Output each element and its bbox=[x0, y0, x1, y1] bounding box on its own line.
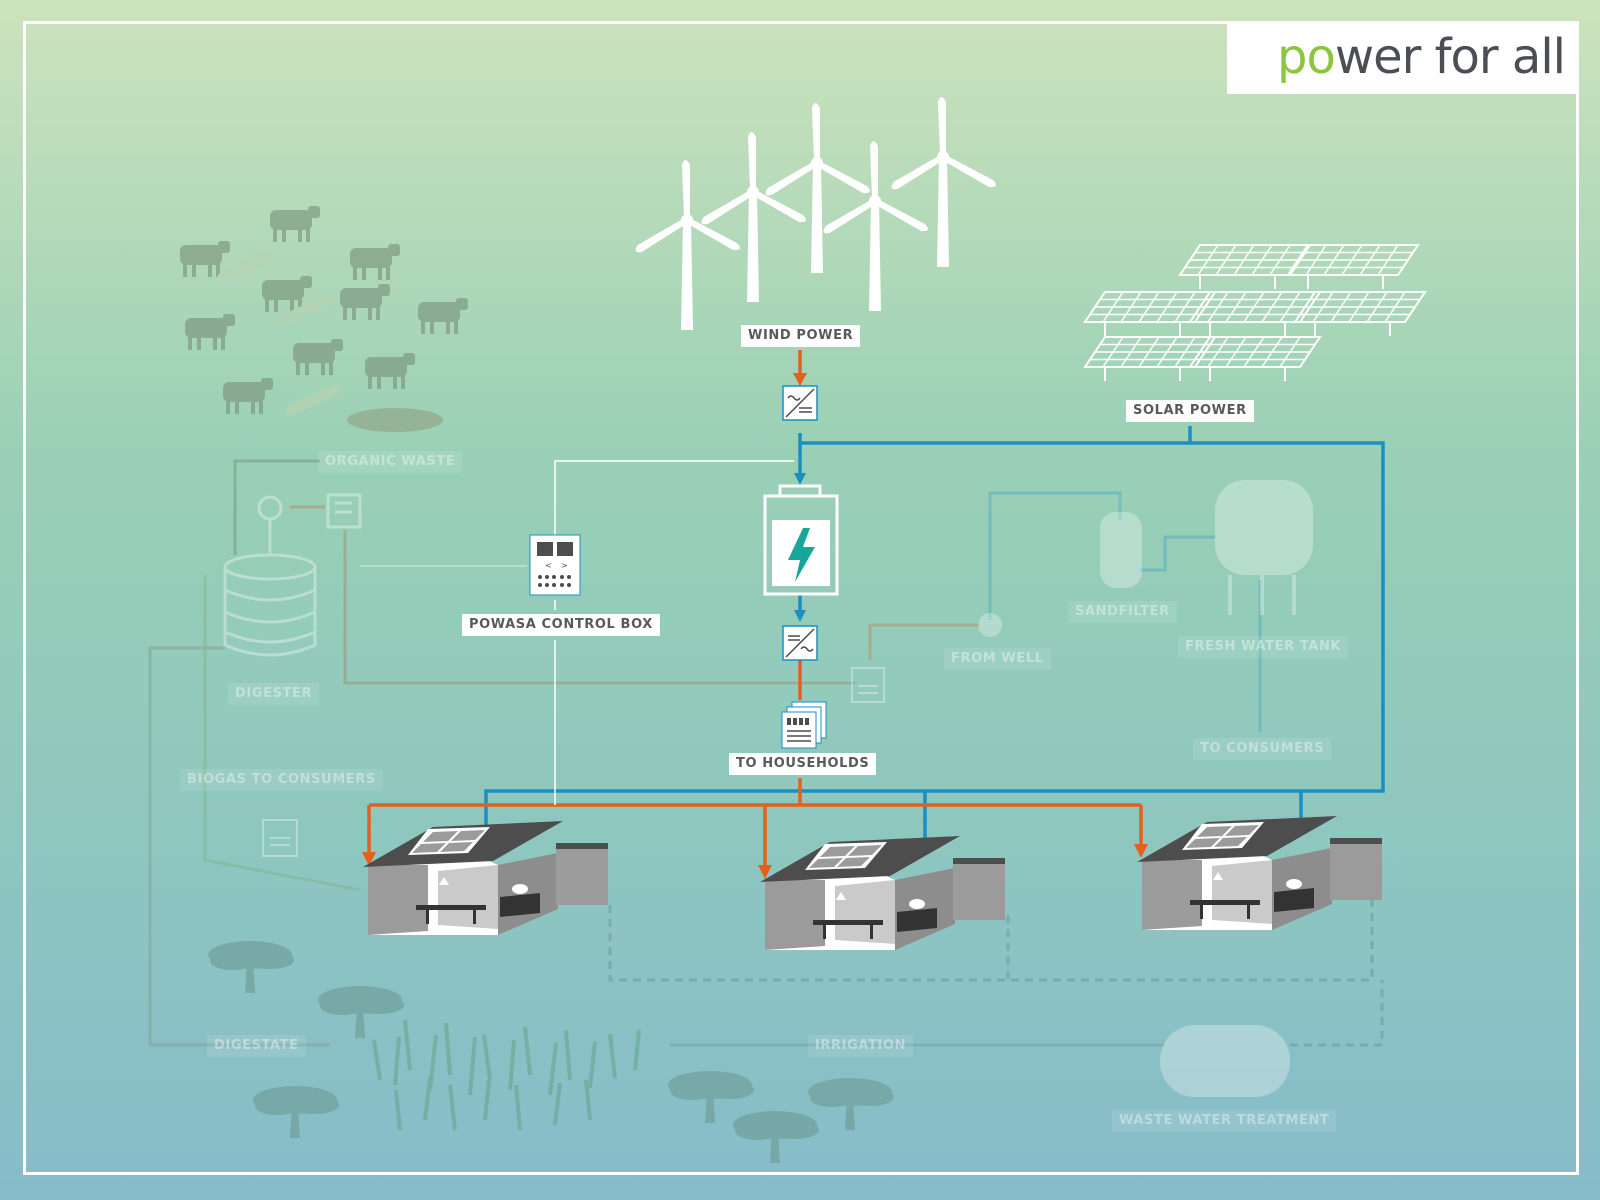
faded-flow-lines bbox=[148, 459, 1262, 1047]
power-for-all-logo: power for all bbox=[1227, 21, 1579, 94]
outer-frame bbox=[23, 21, 1579, 1175]
faded-digester bbox=[223, 493, 362, 657]
arrow-house-middle bbox=[758, 865, 772, 879]
label-to-households: TO HOUSEHOLDS bbox=[729, 753, 877, 775]
label-to-consumers: TO CONSUMERS bbox=[1193, 738, 1332, 760]
faded-dashed-lines bbox=[608, 895, 1384, 1047]
logo-part-green: po bbox=[1277, 29, 1336, 85]
control-lines bbox=[360, 460, 794, 805]
label-fresh-water-tank: FRESH WATER TANK bbox=[1178, 636, 1349, 658]
control-box-icon: < > bbox=[529, 534, 581, 596]
rectifier-icon bbox=[782, 385, 818, 421]
label-irrigation: IRRIGATION bbox=[808, 1035, 914, 1057]
label-organic-waste: ORGANIC WASTE bbox=[318, 451, 463, 473]
house-right bbox=[1137, 816, 1382, 930]
label-from-well: FROM WELL bbox=[944, 648, 1051, 670]
ac-power-lines bbox=[367, 350, 1143, 866]
logo-part-gray: wer for all bbox=[1334, 29, 1566, 85]
faded-cows bbox=[180, 206, 468, 432]
arrow-from-wind bbox=[793, 373, 807, 386]
faded-meter-icon bbox=[262, 667, 885, 857]
wind-turbines bbox=[633, 97, 998, 330]
faded-water-system bbox=[978, 480, 1313, 1097]
label-digester: DIGESTER bbox=[228, 683, 320, 705]
label-wind-power: WIND POWER bbox=[741, 325, 861, 347]
label-digestate: DIGESTATE bbox=[207, 1035, 306, 1057]
arrow-to-battery bbox=[794, 473, 806, 485]
svg-text:<: < bbox=[545, 561, 552, 570]
meters-icon bbox=[781, 701, 827, 749]
solar-panels bbox=[1084, 244, 1426, 382]
inverter-icon bbox=[782, 625, 818, 661]
label-control-box: POWASA CONTROL BOX bbox=[462, 614, 660, 636]
arrow-to-inverter bbox=[794, 610, 806, 622]
battery-icon bbox=[763, 484, 839, 596]
label-solar-power: SOLAR POWER bbox=[1126, 400, 1254, 422]
svg-text:>: > bbox=[561, 561, 568, 570]
arrow-house-right bbox=[1134, 844, 1148, 858]
house-middle bbox=[760, 836, 1005, 950]
label-biogas: BIOGAS TO CONSUMERS bbox=[180, 769, 383, 791]
label-waste-water: WASTE WATER TREATMENT bbox=[1112, 1110, 1337, 1132]
faded-crop-field bbox=[372, 1019, 641, 1131]
faded-trees bbox=[208, 941, 894, 1163]
house-left bbox=[363, 821, 608, 935]
label-sandfilter: SANDFILTER bbox=[1068, 601, 1177, 623]
arrow-house-left bbox=[362, 852, 376, 866]
